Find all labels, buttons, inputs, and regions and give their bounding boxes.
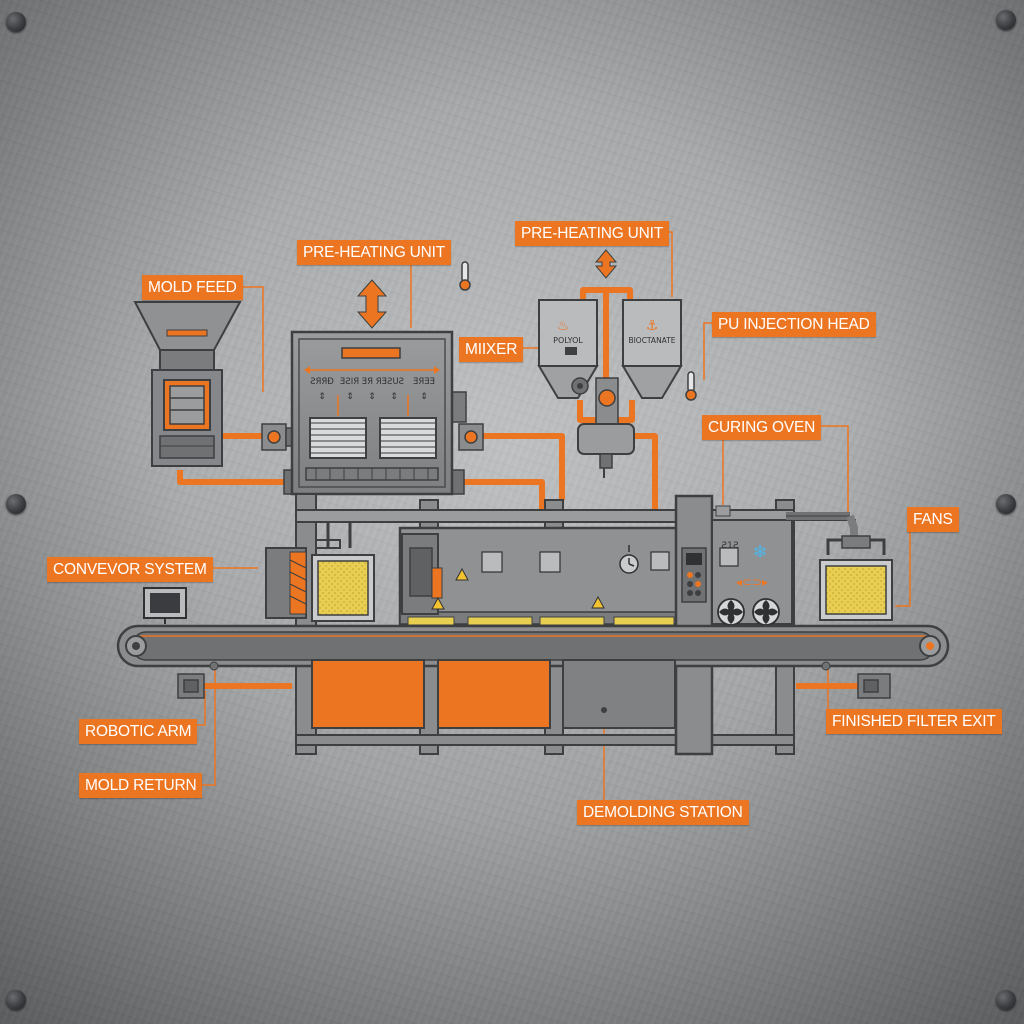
robotic-arm-motor-left [177,673,205,699]
up-down-arrow-icon [356,279,388,329]
clock-icon [619,545,639,574]
foam-mold-left [311,522,375,622]
mold-return-motor-right [857,673,891,699]
fan-icon [717,598,745,626]
isocyanate-tank: ⚓ [621,299,683,399]
svg-text:⇕: ⇕ [390,392,398,402]
rivet-icon [6,990,26,1010]
panel-text-left: ƧЯЯĐ [310,377,334,387]
rivet-icon [6,494,26,514]
svg-text:♨: ♨ [557,318,570,334]
rivet-icon [996,10,1016,30]
label-pre-heating-unit-right: PRE-HEATING UNIT [515,221,670,246]
fan-icon [752,598,780,626]
label-mold-feed: MOLD FEED [142,275,243,300]
svg-text:⚓: ⚓ [646,318,659,334]
label-demolding-station: DEMOLDING STATION [577,800,749,825]
svg-text:⇕: ⇕ [368,392,376,402]
lower-cabinets [311,659,676,729]
rivet-icon [996,990,1016,1010]
mixer-unit [571,377,619,425]
label-fans: FANS [907,507,959,532]
mold-feed-hopper [133,301,242,467]
warning-icon [431,567,605,610]
conveyor-drive-box [265,547,307,619]
label-pre-heating-unit-left: PRE-HEATING UNIT [297,240,452,265]
panel-text-right: ƎЯƎƎ [413,377,435,387]
svg-text:⇕: ⇕ [346,392,354,402]
thermometer-icon [685,371,697,401]
label-curing-oven: CURING OVEN [702,415,822,440]
label-finished-filter-exit: FINISHED FILTER EXIT [826,709,1002,734]
foam-mold-right [819,535,893,621]
indicator-marks: ⇕ ⇕ ⇕ ⇕ ⇕ [318,392,428,402]
thermometer-icon [459,261,471,291]
pre-heating-unit-box [290,330,454,496]
conveyor-belt [116,624,950,671]
label-pu-injection-head: PU INJECTION HEAD [712,312,876,337]
rivet-icon [6,12,26,32]
label-robotic-arm: ROBOTIC ARM [79,719,198,744]
label-mixer: MIIXER [459,337,524,362]
svg-text:⇕: ⇕ [420,392,428,402]
svg-text:⇕: ⇕ [318,392,326,402]
label-mold-return: MOLD RETURN [79,773,203,798]
hazard-sign-icons [481,547,739,573]
panel-text-mid: ƎƧIЯ ƎЯ ЯƎƧUƧ [340,377,404,387]
monitor-icon [143,587,187,624]
heat-arrows-icon: ◂⊂⊃▸ [736,575,768,589]
valve-right [447,391,484,495]
up-down-arrow-icon [594,249,618,279]
label-conveyor-system: CONVEVOR SYSTEM [47,557,213,582]
rivet-icon [996,494,1016,514]
polyol-tank-label: POLYOL [553,336,583,345]
pu-injection-head [577,423,635,478]
snowflake-icon: ❄ [752,542,767,563]
control-code-text: Ƨ1Ƨ [721,541,738,551]
isocyanate-tank-label: BIOCTANATE [628,336,675,345]
